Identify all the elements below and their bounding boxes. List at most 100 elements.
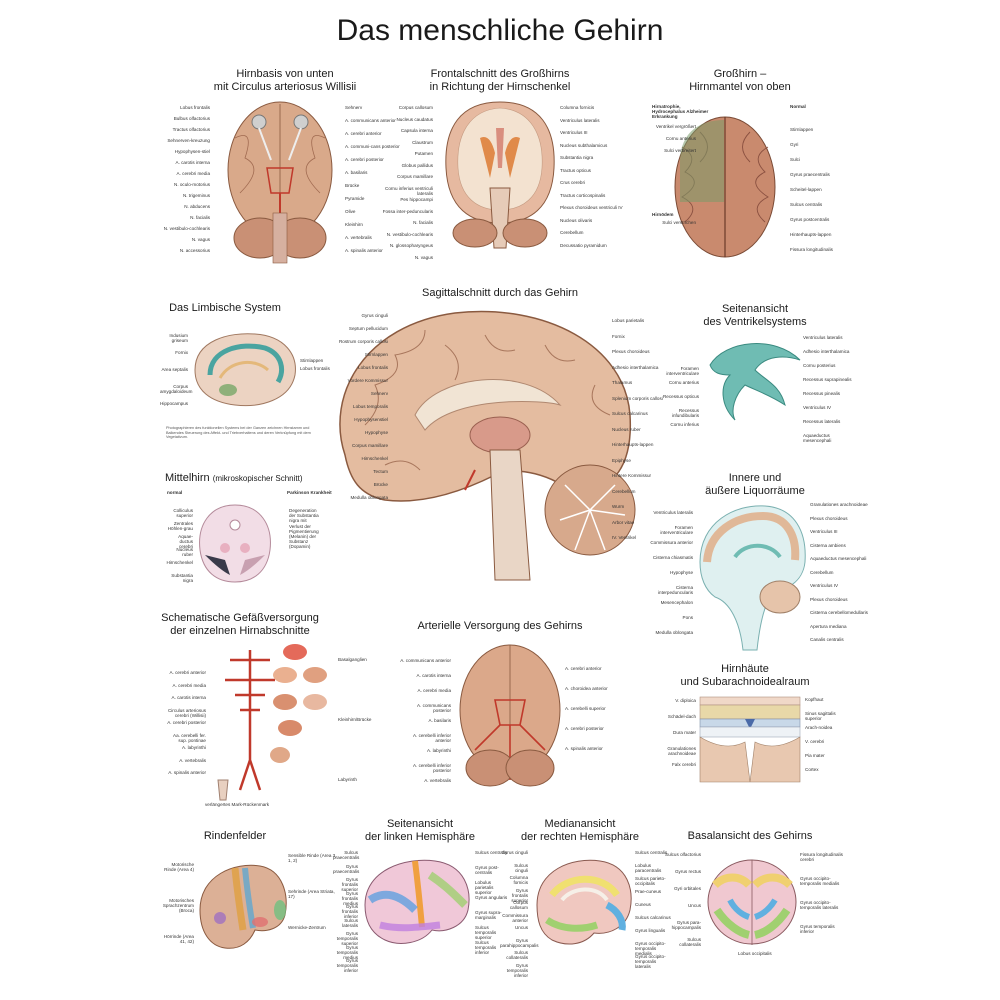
frontal-label: Tractus corticospinalis xyxy=(560,192,606,198)
liquor-label: Plexus choroideus xyxy=(810,515,848,521)
ventrikel-label: Ventriculus IV xyxy=(803,405,832,410)
rechts-label: Columna fornicis xyxy=(509,875,528,886)
frontal-label: Corpus callosum xyxy=(398,105,433,110)
basal-label: Fissura longitudinalis cerebri xyxy=(800,852,843,863)
hirnbasis-label: A. communicans anterior xyxy=(345,118,396,123)
sagittal-brain-illustration xyxy=(339,310,636,581)
rechts-label: Cuneus xyxy=(635,902,651,907)
liquor-label: Cerebellum xyxy=(810,569,834,575)
arteriell-label: A. cerebri anterior xyxy=(565,666,602,671)
frontal-label: Nucleus olivaris xyxy=(560,217,593,223)
sagittal-label: Hinterhaupts-lappen xyxy=(612,442,654,447)
panel-title-ventrikel: Seitenansicht des Ventrikelsystems xyxy=(680,303,830,329)
gefaess-label: A. cerebri media xyxy=(172,682,206,688)
limbisch-label: Hippocampus xyxy=(160,401,189,406)
links-label: Gyrus temporalis medius xyxy=(336,944,358,960)
panel-title-basal: Basalansicht des Gehirns xyxy=(687,830,813,842)
left-hemisphere-illustration xyxy=(364,859,470,944)
liquor-label: Cisterna chiasmatis xyxy=(652,555,693,560)
links-label: Sulcus temporalis superior xyxy=(475,925,497,941)
rinden-label: Motorisches Sprachzentrum (Broca) xyxy=(162,898,194,914)
hirnbasis-label: A. cerebri posterior xyxy=(345,157,384,162)
hirnbasis-label: N. vagus xyxy=(191,237,210,242)
arteriell-label: A. labyrinthi xyxy=(426,748,451,753)
hirnbasis-label: A. cerebri media xyxy=(176,171,210,176)
mittelhirn-label: Zentrales Höhlen-grau xyxy=(167,521,193,532)
vascular-supply-illustration xyxy=(217,644,327,801)
panel-title-rechts: Medianansicht der rechten Hemisphäre xyxy=(505,818,655,844)
mantel-label: Stirnlappen xyxy=(790,127,814,132)
panel-title-line: äußere Liquorräume xyxy=(705,485,805,497)
sagittal-label: Cerebellum xyxy=(612,488,636,494)
mantel-label: Sulcus centralis xyxy=(790,202,823,207)
mantel-label: Cornu anterius xyxy=(665,136,696,141)
limbisch-label: Indusium griseum xyxy=(169,333,188,344)
rechts-label: Uncus xyxy=(514,925,528,930)
hirnhaeute-label: Pia mater xyxy=(805,753,825,758)
links-label: Sulcus praecentralis xyxy=(333,850,360,861)
rechts-label: Sulcus centralis xyxy=(635,850,668,855)
ventrikel-label: Cornu posterius xyxy=(803,363,836,368)
frontal-label: Crus cerebri xyxy=(560,180,586,185)
hirnhaeute-label: V. diploica xyxy=(675,698,696,703)
panel-title-hirnbasis: Hirnbasis von unten mit Circulus arterio… xyxy=(185,68,385,94)
basal-label: Sulcus collateralis xyxy=(679,937,701,948)
cerebrum-top-illustration xyxy=(674,116,776,258)
sagittal-label: Septum pellucidum xyxy=(348,326,388,331)
hirnbasis-label: A. communi-cans posterior xyxy=(345,144,400,149)
hirnhaeute-label: V. cerebri xyxy=(805,739,825,744)
panel-title-line: Frontalschnitt des Großhirns xyxy=(430,68,570,80)
panel-title-links: Seitenansicht der linken Hemisphäre xyxy=(345,818,495,844)
rechts-label: Gyrus frontalis superior xyxy=(511,887,528,903)
links-label: Gyrus frontalis inferior xyxy=(341,904,358,920)
panel-title-line: der linken Hemisphäre xyxy=(364,831,476,843)
mantel-label: Ventrikel vergrößert xyxy=(655,124,696,129)
hirnbasis-label: Tractus olfactorius xyxy=(172,127,210,132)
ventrikel-label: Ventriculus lateralis xyxy=(803,335,843,340)
ventrikel-label: Recessus suprapinealis xyxy=(803,377,852,382)
rechts-label: Sulcus parieto-occipitalis xyxy=(635,876,666,887)
basal-view-illustration xyxy=(707,859,797,945)
sagittal-label: IV. Ventrikel xyxy=(612,535,637,540)
limbisch-note: Photographieren des funktionellen System… xyxy=(166,426,311,440)
sagittal-label: Sehnerv xyxy=(370,391,388,396)
hirnhaeute-label: Dura mater xyxy=(673,730,696,735)
basal-label: Uncus xyxy=(687,903,701,908)
basal-bottom-label: Lobus occipitalis xyxy=(738,951,772,956)
panel-title-mittelhirn: Mittelhirn (mikroskopischer Schnitt) xyxy=(165,472,345,485)
arteriell-label: A. communicans posterior xyxy=(417,703,451,714)
rechts-label: Gyrus cinguli xyxy=(501,850,528,855)
gefaess-label: A. cerebri posterior xyxy=(167,720,206,725)
liquor-label: Cisterna cerebellomedullaris xyxy=(810,610,868,615)
gefaess-label: A. cerebri anterior xyxy=(169,670,206,675)
hirnhaeute-label: Schädel-dach xyxy=(667,714,696,719)
sagittal-label: Brücke xyxy=(373,482,388,487)
gefaess-label: Kleinhirn/Brücke xyxy=(338,717,372,722)
ventrikel-label: Recessus lateralis xyxy=(803,419,841,424)
rinden-label: Sehrinde (Area Striata, 17) xyxy=(288,889,335,900)
sagittal-label: Wurm xyxy=(612,504,625,509)
rechts-label: Sulcus collateralis xyxy=(506,950,528,961)
mantel-head-left: Hirnatrophie, Hydrocephalus Alzheimer Er… xyxy=(652,104,709,120)
mantel-label: Hinterhaupts-lappen xyxy=(790,232,832,237)
hirnbasis-label: Lobus frontalis xyxy=(180,105,210,110)
liquor-label: Aquaeductus mesencephali xyxy=(810,556,867,561)
hirnbasis-label: N. facialis xyxy=(190,215,210,220)
meninges-illustration xyxy=(699,696,801,783)
arteriell-label: A. basilaris xyxy=(428,718,451,723)
frontal-label: Capsula interna xyxy=(400,128,433,133)
frontal-section-illustration xyxy=(445,101,555,249)
rechts-label: Sulcus calcarinus xyxy=(635,915,671,920)
panel-title-line: in Richtung der Hirnschenkel xyxy=(429,81,571,93)
frontal-label: Columna fornicis xyxy=(560,105,595,110)
frontal-label: Ventriculus III xyxy=(560,130,588,135)
rechts-label: Sulcus cinguli xyxy=(514,862,528,873)
rechts-label: Gyrus occipito-temporalis medialis xyxy=(635,941,666,957)
limbisch-label: Lobus frontalis xyxy=(300,366,330,371)
links-label: Gyrus temporalis inferior xyxy=(336,958,358,974)
frontal-label: Fossa inter-peduncularis xyxy=(382,208,433,214)
links-label: Sulcus lateralis xyxy=(342,917,358,928)
frontal-label: Substantia nigra xyxy=(560,155,594,160)
links-label: Gyrus frontalis medius xyxy=(341,890,358,906)
right-hemisphere-medial-illustration xyxy=(536,859,632,945)
